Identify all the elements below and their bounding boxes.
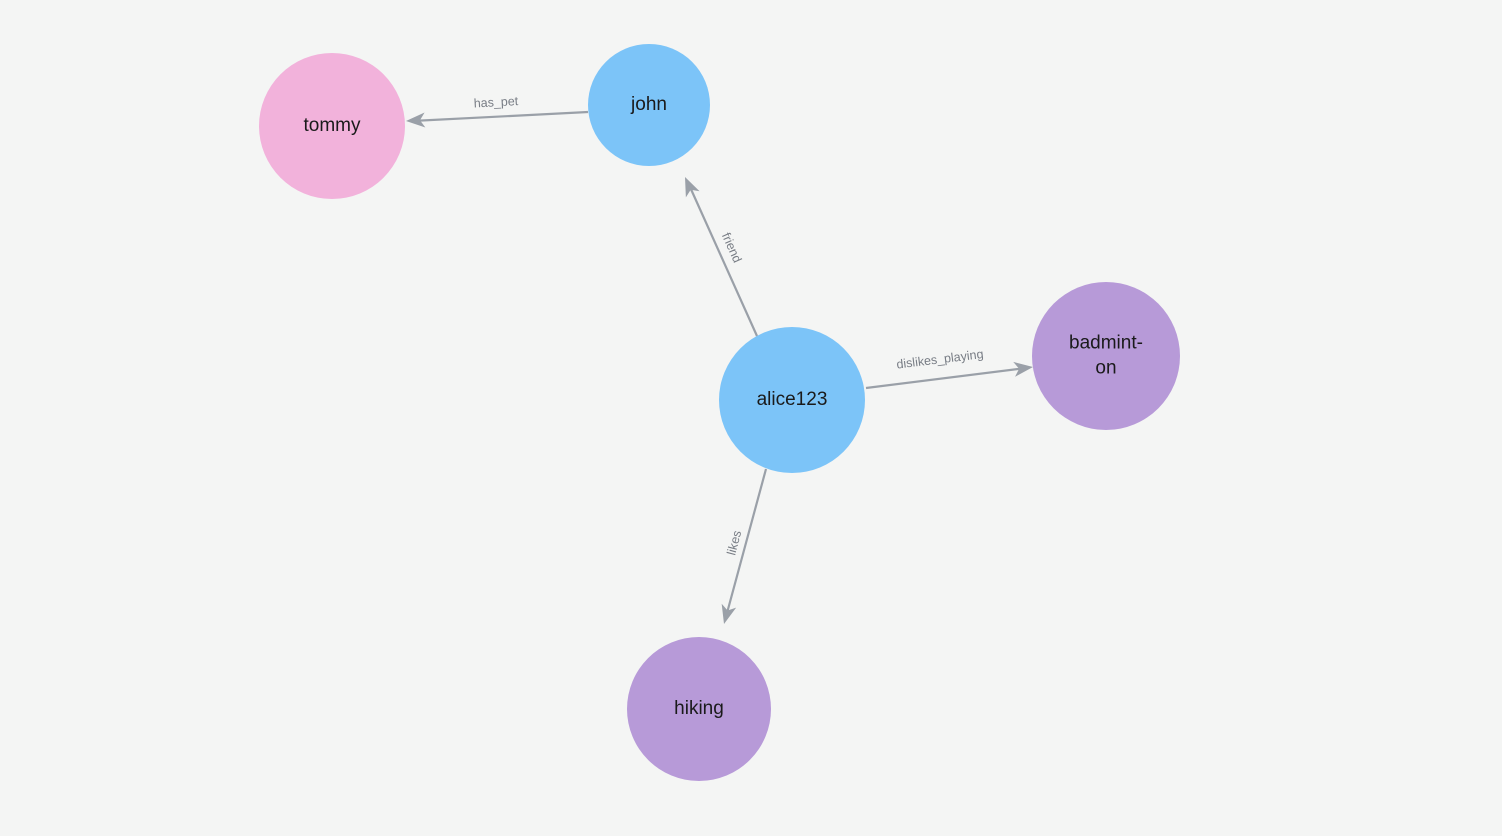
node-circle[interactable] [719,327,865,473]
graph-node-alice123[interactable]: alice123 [719,327,865,473]
node-circle[interactable] [259,53,405,199]
node-circle[interactable] [627,637,771,781]
graph-node-tommy[interactable]: tommy [259,53,405,199]
edge-label: has_pet [473,94,519,110]
edge-arrowhead-icon [721,603,737,624]
graph-node-hiking[interactable]: hiking [627,637,771,781]
graph-node-john[interactable]: john [588,44,710,166]
graph-node-badminton[interactable]: badmint-on [1032,282,1180,430]
edge-arrowhead-icon [1013,361,1033,377]
edge-label: likes [724,529,744,557]
node-circle[interactable] [1032,282,1180,430]
node-circle[interactable] [588,44,710,166]
edge-line [865,366,1027,390]
edge-line [725,468,768,614]
graph-edge[interactable]: likes [717,468,768,626]
edge-line [411,110,589,123]
edge-arrowhead-icon [685,177,700,198]
edge-line [688,186,759,337]
edge-arrowhead-icon [406,112,426,128]
graph-edge[interactable]: has_pet [406,94,589,128]
